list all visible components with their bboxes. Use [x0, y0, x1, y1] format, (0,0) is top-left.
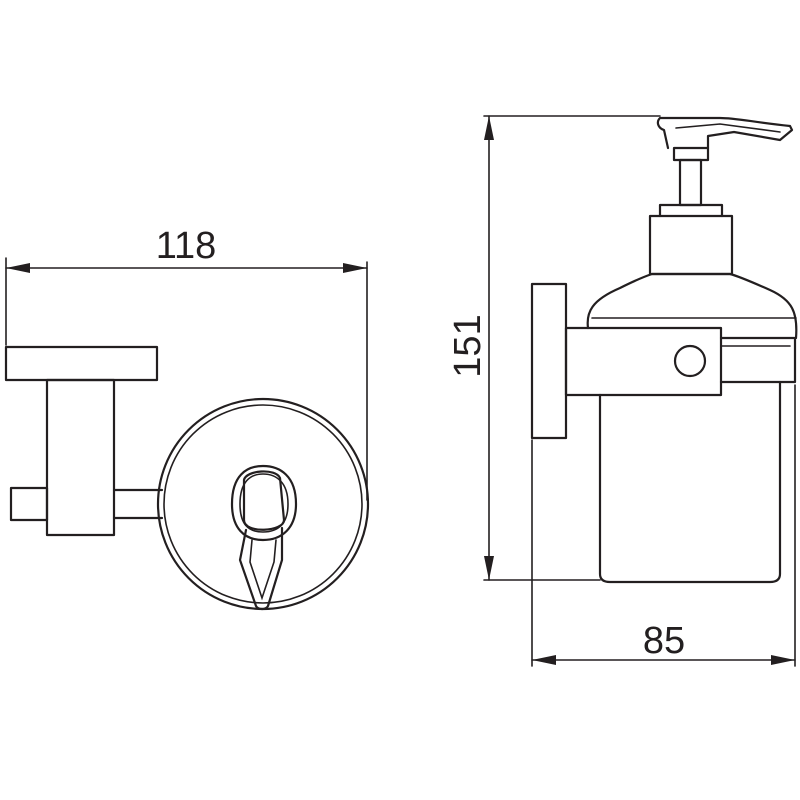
side-glass-body: [598, 380, 782, 584]
side-pump-stem: [678, 158, 703, 207]
dimension-label-depth: 85: [643, 620, 685, 662]
front-left-stub: [9, 486, 49, 522]
front-view: [4, 345, 370, 611]
side-bracket: [564, 326, 723, 397]
dimension-label-width: 118: [156, 225, 217, 267]
side-view: [530, 116, 798, 584]
front-wall-plate-outer: [156, 397, 370, 611]
side-bracket-screw: [673, 344, 707, 378]
front-top-bar: [4, 345, 159, 382]
front-wall-plate-inner: [163, 404, 363, 604]
front-pump-spout: [238, 526, 284, 611]
dimension-label-height: 151: [447, 314, 489, 377]
dimension-118: 118: [5, 225, 368, 501]
side-pump-cap: [648, 214, 734, 276]
dimension-85: 85: [531, 384, 796, 667]
dimension-151: 151: [447, 115, 661, 581]
front-pump-collar: [230, 464, 298, 542]
side-pump-head: [656, 116, 794, 150]
front-vertical-post: [45, 378, 116, 537]
side-wall-plate: [530, 282, 568, 440]
front-pump-lever-top: [242, 470, 286, 531]
